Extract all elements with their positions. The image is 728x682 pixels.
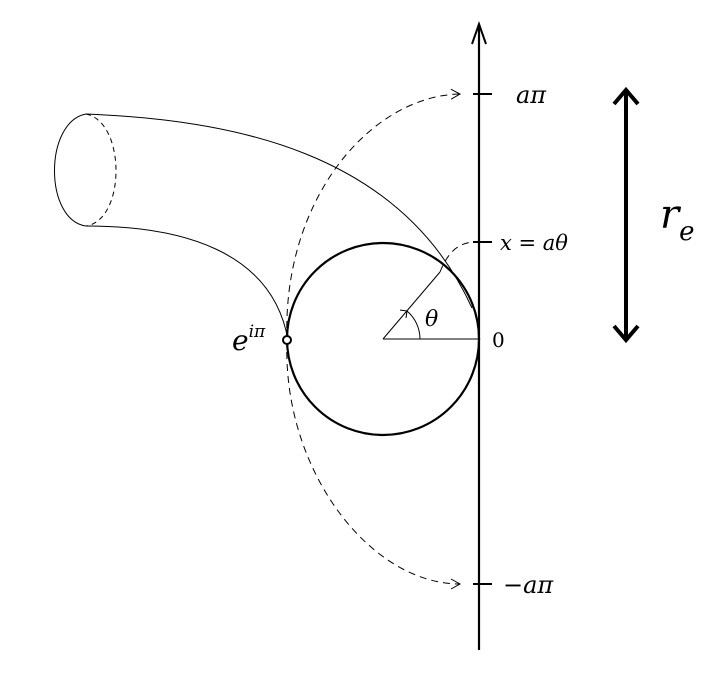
tube-bottom-edge [85,225,289,341]
tube-end-back-dashed [85,113,117,227]
r-e-head-top [612,86,640,106]
r-e-arrow [612,86,640,344]
arc-to-neg-a-pi [286,339,462,590]
theta-arc [406,310,421,340]
tube-surface [54,113,473,341]
label-zero: 0 [492,328,505,352]
label-e-i-pi: eiπ [232,322,266,357]
vertical-axis [471,20,492,650]
label-neg-a-pi: −aπ [503,571,554,599]
axis-arrowhead [471,20,487,45]
label-e-i-pi-base: e [232,324,249,357]
tube-top-edge [85,113,473,309]
arc-to-a-pi [286,88,462,341]
point-e-i-pi [282,335,292,345]
tube-end-front [54,113,87,227]
label-e-i-pi-exponent: iπ [249,322,266,342]
theta-arc-arrow [399,309,408,319]
label-r-e-subscript: e [679,217,694,247]
label-r-e-base: r [660,192,682,238]
mapping-arcs [286,88,475,590]
label-x-eq-a-theta: x = aθ [500,231,568,255]
angle-construction [382,271,479,340]
label-r-e: re [660,192,695,247]
label-a-pi: aπ [516,81,547,109]
label-theta: θ [425,307,438,332]
r-e-head-bottom [612,324,640,344]
radius-angled [382,271,441,340]
arc-to-x-a-theta [439,241,475,273]
